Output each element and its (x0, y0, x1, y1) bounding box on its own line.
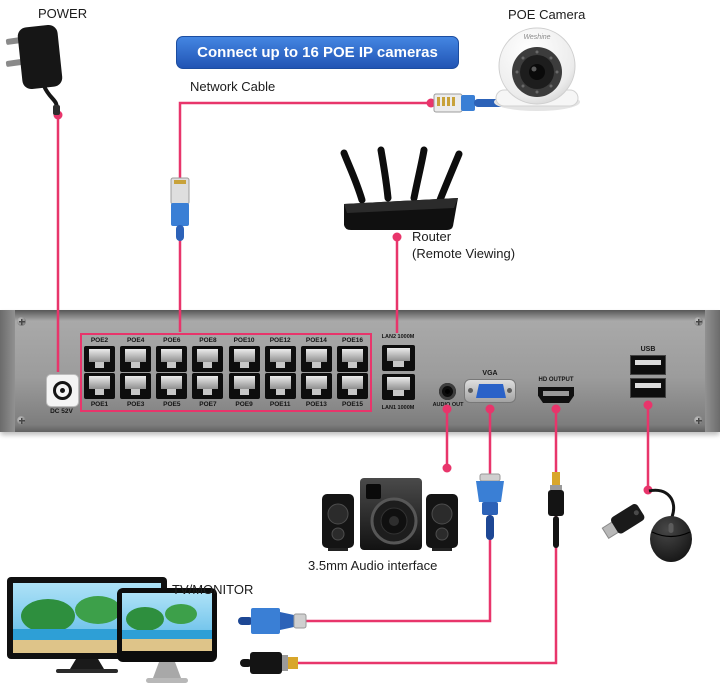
poe-port-label: POE16 (342, 337, 363, 344)
poe-labels-top-row: POE2 POE4 POE6 POE8 POE10 POE12 POE14 PO… (84, 336, 368, 345)
audio-out-port (439, 383, 456, 400)
poe-port-label: POE13 (305, 401, 327, 408)
vga-socket (476, 384, 506, 398)
power-label: POWER (38, 6, 88, 21)
rj45-port (192, 373, 224, 399)
poe-port-label: POE2 (90, 337, 109, 344)
rj45-port (84, 346, 115, 372)
poe-port-label: POE11 (269, 401, 291, 408)
poe-port-label: POE6 (163, 337, 181, 344)
router-line-dot (392, 232, 402, 242)
poe-port-label: POE14 (305, 337, 327, 344)
hdmi-port-label: HD OUTPUT (538, 377, 574, 383)
poe-labels-bottom-row: POE1 POE3 POE5 POE7 POE9 POE11 POE13 POE… (84, 400, 368, 409)
wifi-router-icon (336, 146, 466, 232)
rj45-port (192, 346, 224, 372)
poe-port-label: POE8 (199, 337, 217, 344)
hdmi-line-dot (551, 404, 561, 414)
poe-port-label: POE4 (126, 337, 145, 344)
lan1-label: LAN1 1000M (381, 404, 415, 411)
poe-port-label: POE10 (233, 337, 255, 344)
hdmi-port (538, 387, 574, 403)
ethernet-connector-icon (164, 176, 196, 242)
screw-icon (17, 317, 26, 326)
usb-line-dot-top (643, 400, 653, 410)
router-label: Router (412, 229, 452, 244)
power-adapter-icon (4, 20, 74, 115)
poe-port-label: POE15 (342, 401, 363, 408)
poe-dome-camera-icon: Weshine (490, 22, 586, 114)
rj45-port (228, 346, 260, 372)
rj45-port (120, 373, 152, 399)
rj45-port (336, 346, 368, 372)
poe-port-label: POE7 (199, 401, 217, 408)
hdmi-connector-icon (240, 646, 302, 680)
speaker-set-icon (316, 464, 464, 556)
usb-port (630, 355, 666, 375)
lan2-label: LAN2 1000M (381, 334, 415, 340)
rj45-port (156, 373, 188, 399)
poe-port-label: POE1 (90, 401, 109, 408)
rj45-port (264, 373, 296, 399)
panel-left-cap (0, 310, 15, 432)
screw-icon (694, 317, 703, 326)
rj45-port (264, 346, 296, 372)
poe-cameras-banner: Connect up to 16 POE IP cameras (176, 36, 459, 69)
poe-ports-group-box: POE2 POE4 POE6 POE8 POE10 POE12 POE14 PO… (80, 333, 372, 412)
network-cable-line (178, 101, 431, 332)
screw-icon (17, 416, 26, 425)
screw-icon (694, 416, 703, 425)
screw-icon (468, 388, 473, 393)
panel-right-cap (705, 310, 720, 432)
audio-interface-label: 3.5mm Audio interface (308, 558, 438, 573)
vga-port (464, 379, 516, 403)
usb-port (630, 378, 666, 398)
rj45-port (300, 346, 332, 372)
poe-port-label: POE3 (126, 401, 145, 408)
vga-line-dot (485, 404, 495, 414)
rj45-port (84, 373, 115, 399)
vga-port-label: VGA (482, 370, 498, 377)
lan-ports-block: LAN2 1000M LAN1 1000M (379, 333, 417, 412)
vga-cable-icon (468, 472, 512, 542)
poe-port-label: POE12 (269, 337, 291, 344)
poe-ports-bottom-row (84, 373, 368, 399)
rj45-lan2-port (381, 344, 415, 371)
vga-connector-icon (238, 600, 310, 642)
poe-camera-label: POE Camera (508, 7, 586, 22)
rj45-port (300, 373, 332, 399)
mouse-icon (642, 486, 697, 564)
desktop-monitor-icon (115, 586, 220, 686)
rj45-port (120, 346, 152, 372)
audio-line-dot-bottom (442, 463, 452, 473)
camera-brand-text: Weshine (523, 34, 550, 41)
poe-ports-top-row (84, 346, 368, 372)
poe-port-label: POE9 (235, 401, 253, 408)
nvr-rear-panel: DC 52V POE2 POE4 POE6 POE8 POE10 POE12 P… (0, 310, 720, 432)
network-cable-dot (426, 98, 436, 108)
network-cable-label: Network Cable (190, 79, 276, 94)
usb-ports-block (630, 355, 666, 401)
screw-icon (507, 388, 512, 393)
router-sublabel: (Remote Viewing) (412, 246, 516, 261)
rj45-lan1-port (381, 374, 415, 401)
rj45-port (228, 373, 260, 399)
rj45-port (336, 373, 368, 399)
usb-stick-icon (600, 494, 650, 549)
usb-ports-label: USB (640, 346, 656, 353)
poe-port-label: POE5 (163, 401, 181, 408)
dc-power-inlet (46, 374, 79, 407)
tv-monitor-label: TV/MONITOR (172, 582, 254, 597)
audio-line-dot-top (442, 404, 452, 414)
rj45-port (156, 346, 188, 372)
dc-port-label: DC 52V (50, 408, 73, 415)
hdmi-cable-icon (541, 470, 571, 550)
